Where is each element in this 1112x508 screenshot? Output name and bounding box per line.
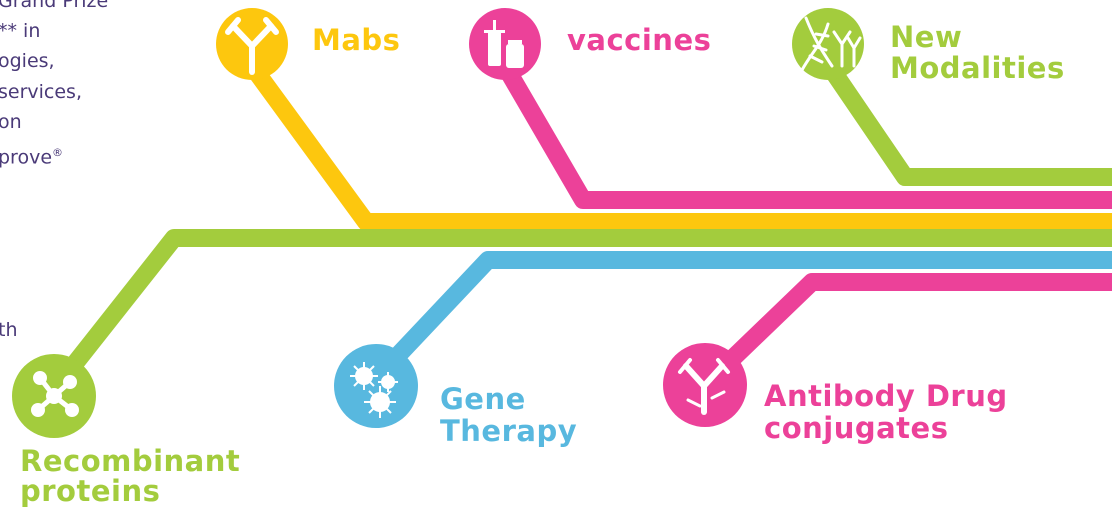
gene-therapy-node xyxy=(334,344,418,428)
recombinant-node xyxy=(12,354,96,438)
adc-label-line: conjugates xyxy=(764,411,949,445)
recombinant-label-line: proteins xyxy=(20,474,161,508)
track-vaccines xyxy=(497,61,1112,209)
side-text-word: prove xyxy=(0,146,53,169)
vaccine-vial-icon xyxy=(484,20,524,68)
side-text-line: on xyxy=(0,111,22,133)
side-text-line: services, xyxy=(0,81,82,103)
dna-antibody-icon xyxy=(800,16,862,72)
gene-therapy-label-line: Therapy xyxy=(440,414,578,448)
mabs-label-line: Mabs xyxy=(312,23,401,57)
antibody-icon xyxy=(225,17,279,75)
side-text-line: th xyxy=(0,319,18,341)
gene-therapy-circle xyxy=(334,344,418,428)
vaccines-label: vaccines xyxy=(567,23,712,57)
track-new-modalities xyxy=(820,58,1112,186)
new-modalities-label: New Modalities xyxy=(890,22,1065,84)
adc-label-line: Antibody Drug xyxy=(764,379,1008,413)
adc-label: Antibody Drug conjugates xyxy=(764,380,1008,444)
recombinant-label-line: Recombinant xyxy=(20,444,241,478)
antibody-drug-conjugate-icon xyxy=(678,358,730,415)
mabs-label: Mabs xyxy=(312,23,401,57)
mabs-node xyxy=(216,8,288,80)
protein-molecule-icon xyxy=(31,371,79,417)
vaccines-node xyxy=(469,8,541,80)
registered-mark: ® xyxy=(52,146,64,159)
side-text-line: prove® xyxy=(0,138,63,172)
new-modalities-label-line: New xyxy=(890,20,963,54)
gene-therapy-label-line: Gene xyxy=(440,382,526,416)
vaccines-circle xyxy=(469,8,541,80)
new-modalities-node xyxy=(792,8,864,80)
track-gene-therapy xyxy=(363,251,1112,392)
gene-therapy-label: Gene Therapy xyxy=(440,383,577,447)
recombinant-label: Recombinant proteins xyxy=(20,446,240,506)
side-text-line: ogies, xyxy=(0,50,55,72)
track-adc xyxy=(698,273,1112,392)
new-modalities-label-line: Modalities xyxy=(890,51,1065,85)
track-recombinant xyxy=(46,229,1112,396)
virus-icon xyxy=(350,362,398,418)
track-mabs xyxy=(244,60,1112,231)
side-text-line: ** in xyxy=(0,20,41,42)
side-text-line: Grand Prize xyxy=(0,0,109,12)
vaccines-label-line: vaccines xyxy=(567,23,712,57)
adc-node xyxy=(663,343,747,427)
